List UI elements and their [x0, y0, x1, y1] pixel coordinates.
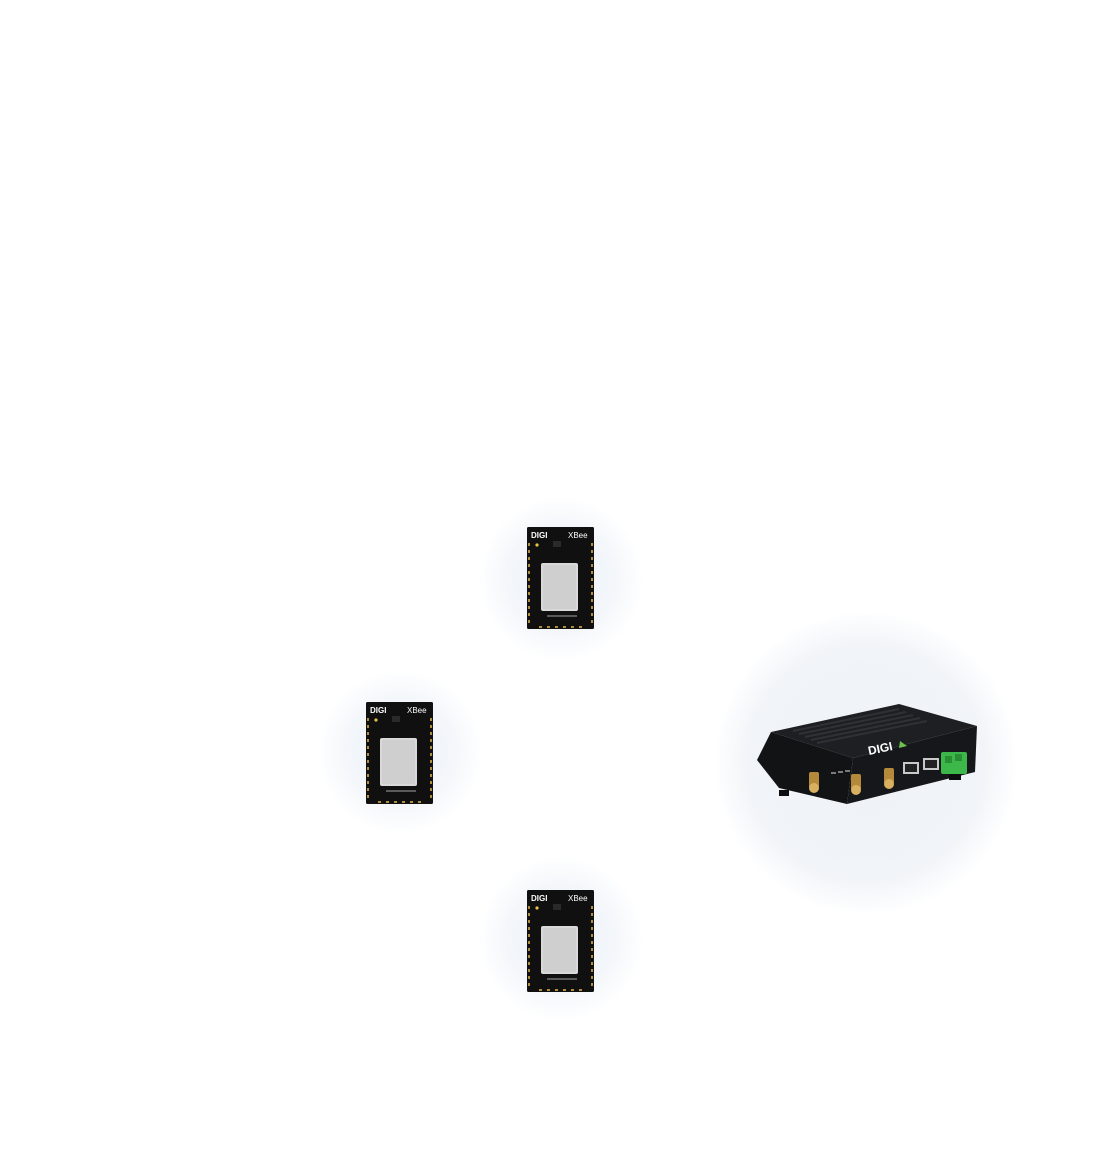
module-brand-label: DIGI — [531, 894, 547, 903]
module-product-label: XBee — [407, 706, 427, 715]
module-brand-label: DIGI — [531, 531, 547, 540]
gateway-brand-label: DIGI — [867, 739, 894, 758]
module-product-label: XBee — [568, 531, 588, 540]
module-brand-label: DIGI — [370, 706, 386, 715]
xbee-module-bottom[interactable]: DIGI XBee — [527, 890, 594, 992]
xbee-module-top[interactable]: DIGI XBee — [527, 527, 594, 629]
xbee-module-icon: DIGI XBee — [366, 702, 433, 804]
digi-gateway-router[interactable]: DIGI — [749, 700, 979, 825]
module-product-label: XBee — [568, 894, 588, 903]
xbee-module-icon: DIGI XBee — [527, 890, 594, 992]
xbee-module-left[interactable]: DIGI XBee — [366, 702, 433, 804]
cellular-router-icon: DIGI — [757, 704, 977, 804]
xbee-module-icon: DIGI XBee — [527, 527, 594, 629]
